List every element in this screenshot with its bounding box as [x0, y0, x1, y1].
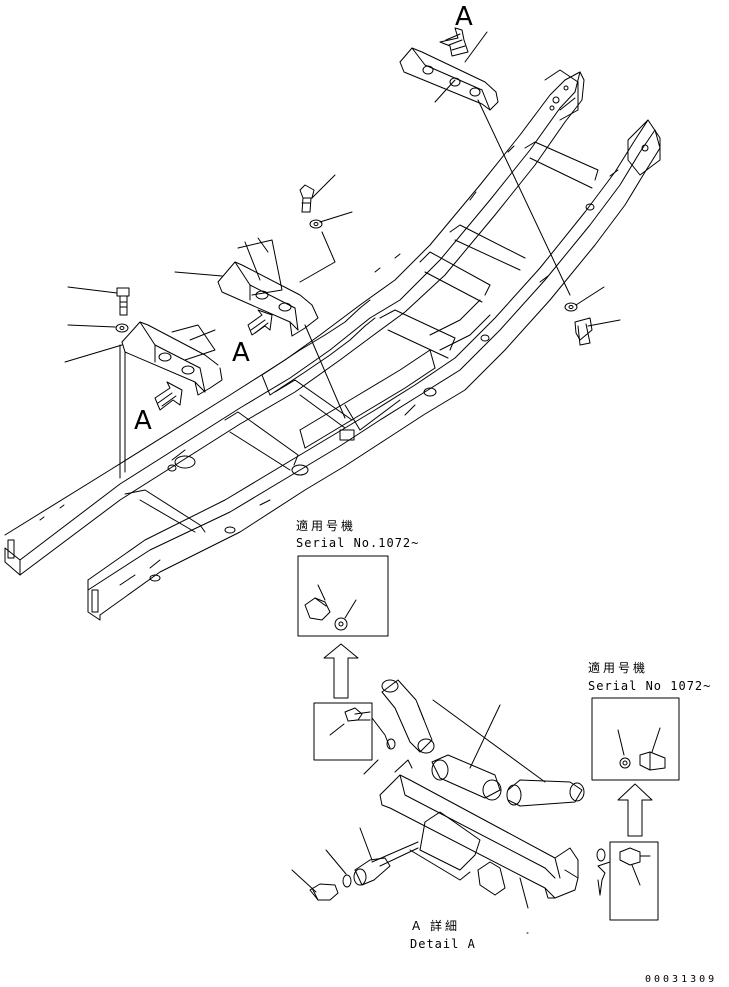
detail-a-assembly — [292, 680, 658, 933]
drawing-number: 00031309 — [645, 974, 718, 985]
frame-right-rail — [88, 120, 660, 620]
serial-inset-1 — [298, 556, 388, 698]
bolt-upper-middle — [300, 185, 335, 282]
serial-number-range-1: Serial No.1072~ — [296, 536, 420, 550]
view-a-label-left: A — [134, 406, 152, 436]
roller-bracket-left — [120, 322, 222, 478]
detail-a-heading-en: Detail A — [410, 937, 476, 951]
roller-bracket-top — [400, 48, 570, 295]
serial-inset-2 — [592, 698, 679, 836]
frame-left-rail — [5, 70, 584, 575]
view-a-label-middle: A — [232, 338, 250, 368]
view-arrow-icon — [155, 28, 468, 410]
bolt-upper-right — [565, 303, 592, 345]
roller-bracket-middle — [218, 240, 345, 418]
detail-a-heading-jp: A 詳細 — [412, 919, 461, 933]
applicable-serial-heading-1: 適用号機 — [296, 519, 357, 533]
frame-cross-members — [125, 142, 598, 532]
bolt-upper-left — [116, 288, 129, 332]
view-a-label-top: A — [455, 2, 473, 32]
serial-number-range-2: Serial No 1072~ — [588, 679, 712, 693]
applicable-serial-heading-2: 適用号機 — [588, 661, 649, 675]
leader-lines-upper — [65, 32, 620, 362]
